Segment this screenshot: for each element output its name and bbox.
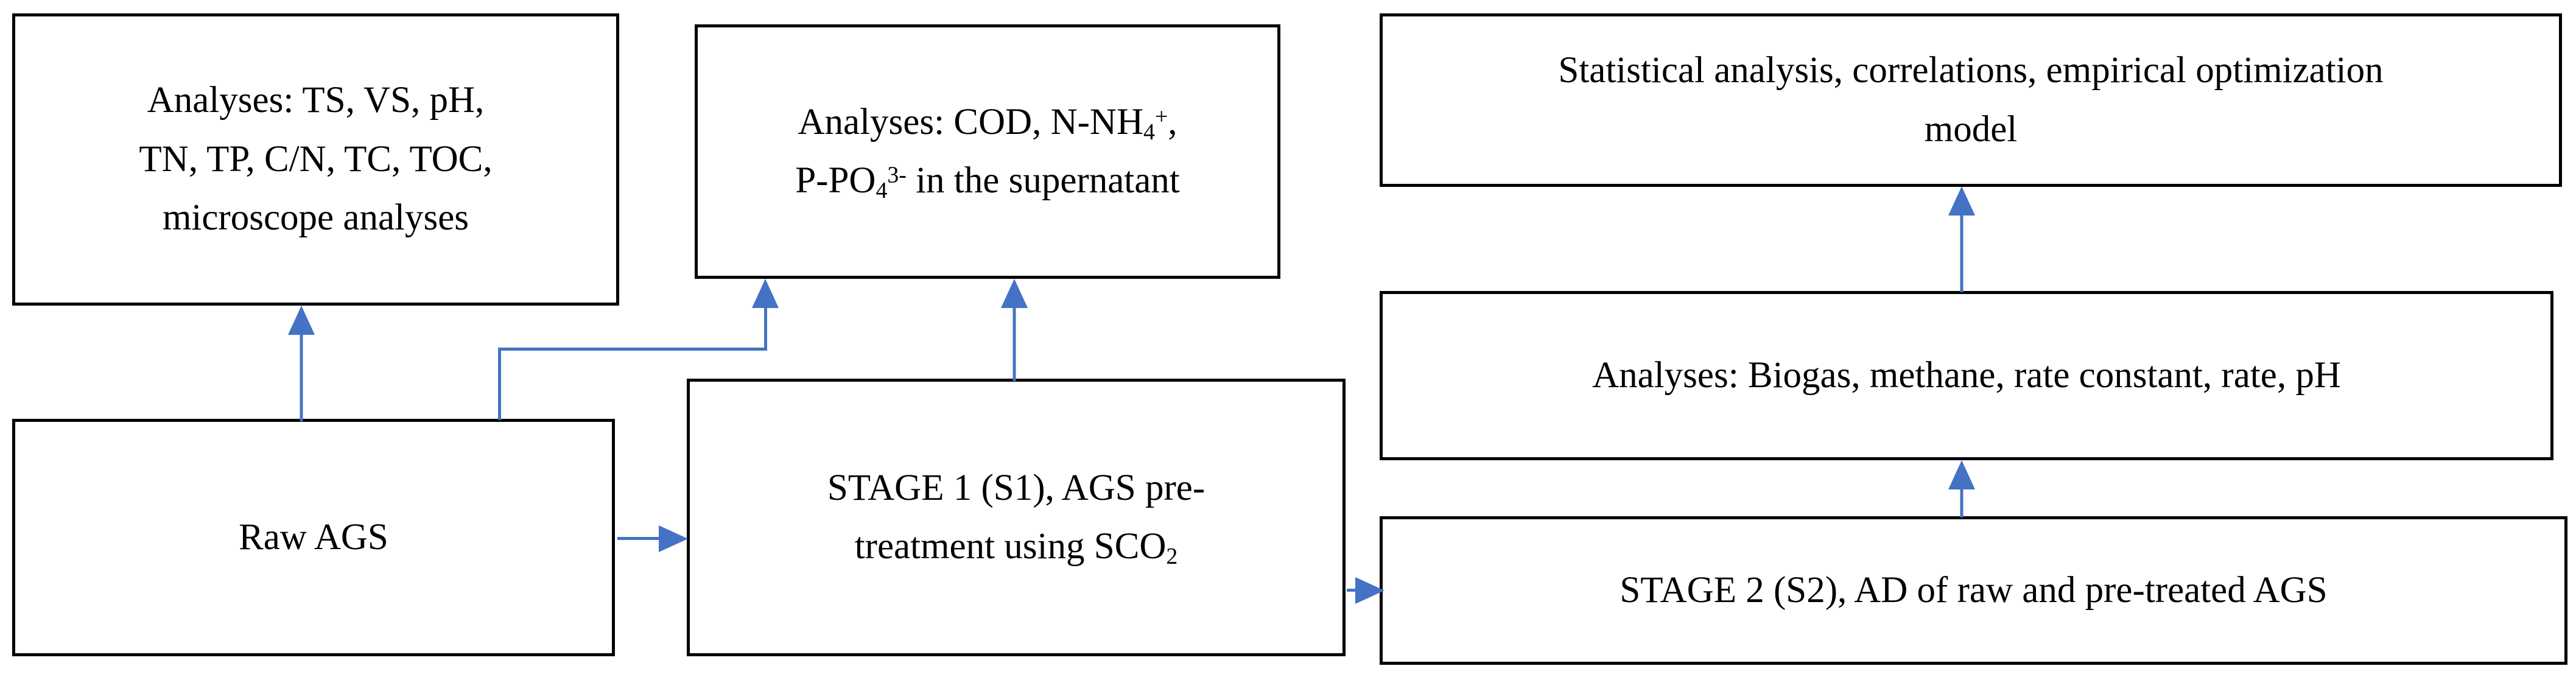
- raw-ags-analyses-line-2: TN, TP, C/N, TC, TOC,: [139, 138, 493, 180]
- stage1-line-1: STAGE 1 (S1), AGS pre-: [827, 467, 1206, 508]
- statistics-line-1: Statistical analysis, correlations, empi…: [1558, 50, 2384, 91]
- supernatant-line1-suffix: ,: [1168, 101, 1177, 142]
- arrow-head-up-icon: [752, 279, 779, 308]
- supernatant-line1-sub: 4: [1143, 119, 1155, 145]
- arrow-shaft-vertical: [764, 306, 767, 351]
- supernatant-line1-prefix: Analyses: COD, N-NH: [798, 101, 1144, 142]
- arrow-head-up-icon: [1948, 186, 1975, 216]
- arrow-head-up-icon: [288, 306, 315, 335]
- arrow-shaft: [1960, 211, 1964, 292]
- arrow-stage1-to-stage2: [1347, 572, 1385, 609]
- arrow-shaft: [1960, 485, 1964, 517]
- supernatant-analyses-line-2: P-PO43- in the supernatant: [795, 152, 1180, 210]
- arrow-head-right-icon: [1355, 577, 1385, 604]
- supernatant-line2-sub: 4: [876, 178, 888, 204]
- stage2-label: STAGE 2 (S2), AD of raw and pre-treated …: [1620, 569, 2328, 611]
- raw-ags-analyses-line-3: microscope analyses: [162, 197, 469, 239]
- supernatant-line2-prefix: P-PO: [795, 160, 876, 201]
- box-stage1: STAGE 1 (S1), AGS pre- treatment using S…: [687, 379, 1346, 656]
- box-biogas-analyses: Analyses: Biogas, methane, rate constant…: [1380, 291, 2553, 460]
- arrow-shaft-horizontal: [498, 348, 767, 351]
- arrow-shaft: [1013, 304, 1016, 381]
- stage1-line2-prefix: treatment using SCO: [854, 526, 1167, 567]
- arrow-stage1-to-supernatant: [996, 279, 1033, 381]
- arrow-raw-ags-to-analyses: [283, 306, 320, 421]
- arrow-head-up-icon: [1948, 460, 1975, 489]
- arrow-shaft-riser: [498, 349, 501, 420]
- box-supernatant-analyses: Analyses: COD, N-NH4+, P-PO43- in the su…: [695, 24, 1280, 279]
- arrow-shaft: [617, 537, 662, 540]
- arrow-raw-ags-to-stage1: [617, 520, 689, 557]
- supernatant-line1-sup: +: [1154, 103, 1168, 129]
- arrow-head-right-icon: [659, 525, 688, 552]
- arrow-raw-ags-to-supernatant: [487, 279, 791, 420]
- arrow-shaft: [300, 330, 303, 421]
- arrow-stage2-to-biogas: [1943, 460, 1980, 517]
- arrow-biogas-to-statistics: [1943, 186, 1980, 292]
- supernatant-analyses-line-1: Analyses: COD, N-NH4+,: [798, 93, 1177, 152]
- arrow-head-up-icon: [1001, 279, 1028, 308]
- biogas-analyses-label: Analyses: Biogas, methane, rate constant…: [1592, 354, 2341, 396]
- supernatant-line2-suffix: in the supernatant: [906, 160, 1180, 201]
- stage1-line-2: treatment using SCO2: [855, 517, 1178, 576]
- box-statistics: Statistical analysis, correlations, empi…: [1380, 13, 2562, 187]
- raw-ags-analyses-line-1: Analyses: TS, VS, pH,: [147, 80, 485, 121]
- box-raw-ags: Raw AGS: [12, 419, 615, 656]
- supernatant-line2-sup: 3-: [887, 162, 907, 188]
- statistics-line-2: model: [1924, 108, 2018, 150]
- box-stage2: STAGE 2 (S2), AD of raw and pre-treated …: [1380, 516, 2567, 665]
- box-raw-ags-analyses: Analyses: TS, VS, pH, TN, TP, C/N, TC, T…: [12, 13, 619, 306]
- stage1-line2-sub: 2: [1166, 544, 1178, 570]
- arrow-shaft: [1347, 589, 1360, 592]
- raw-ags-label: Raw AGS: [239, 516, 388, 558]
